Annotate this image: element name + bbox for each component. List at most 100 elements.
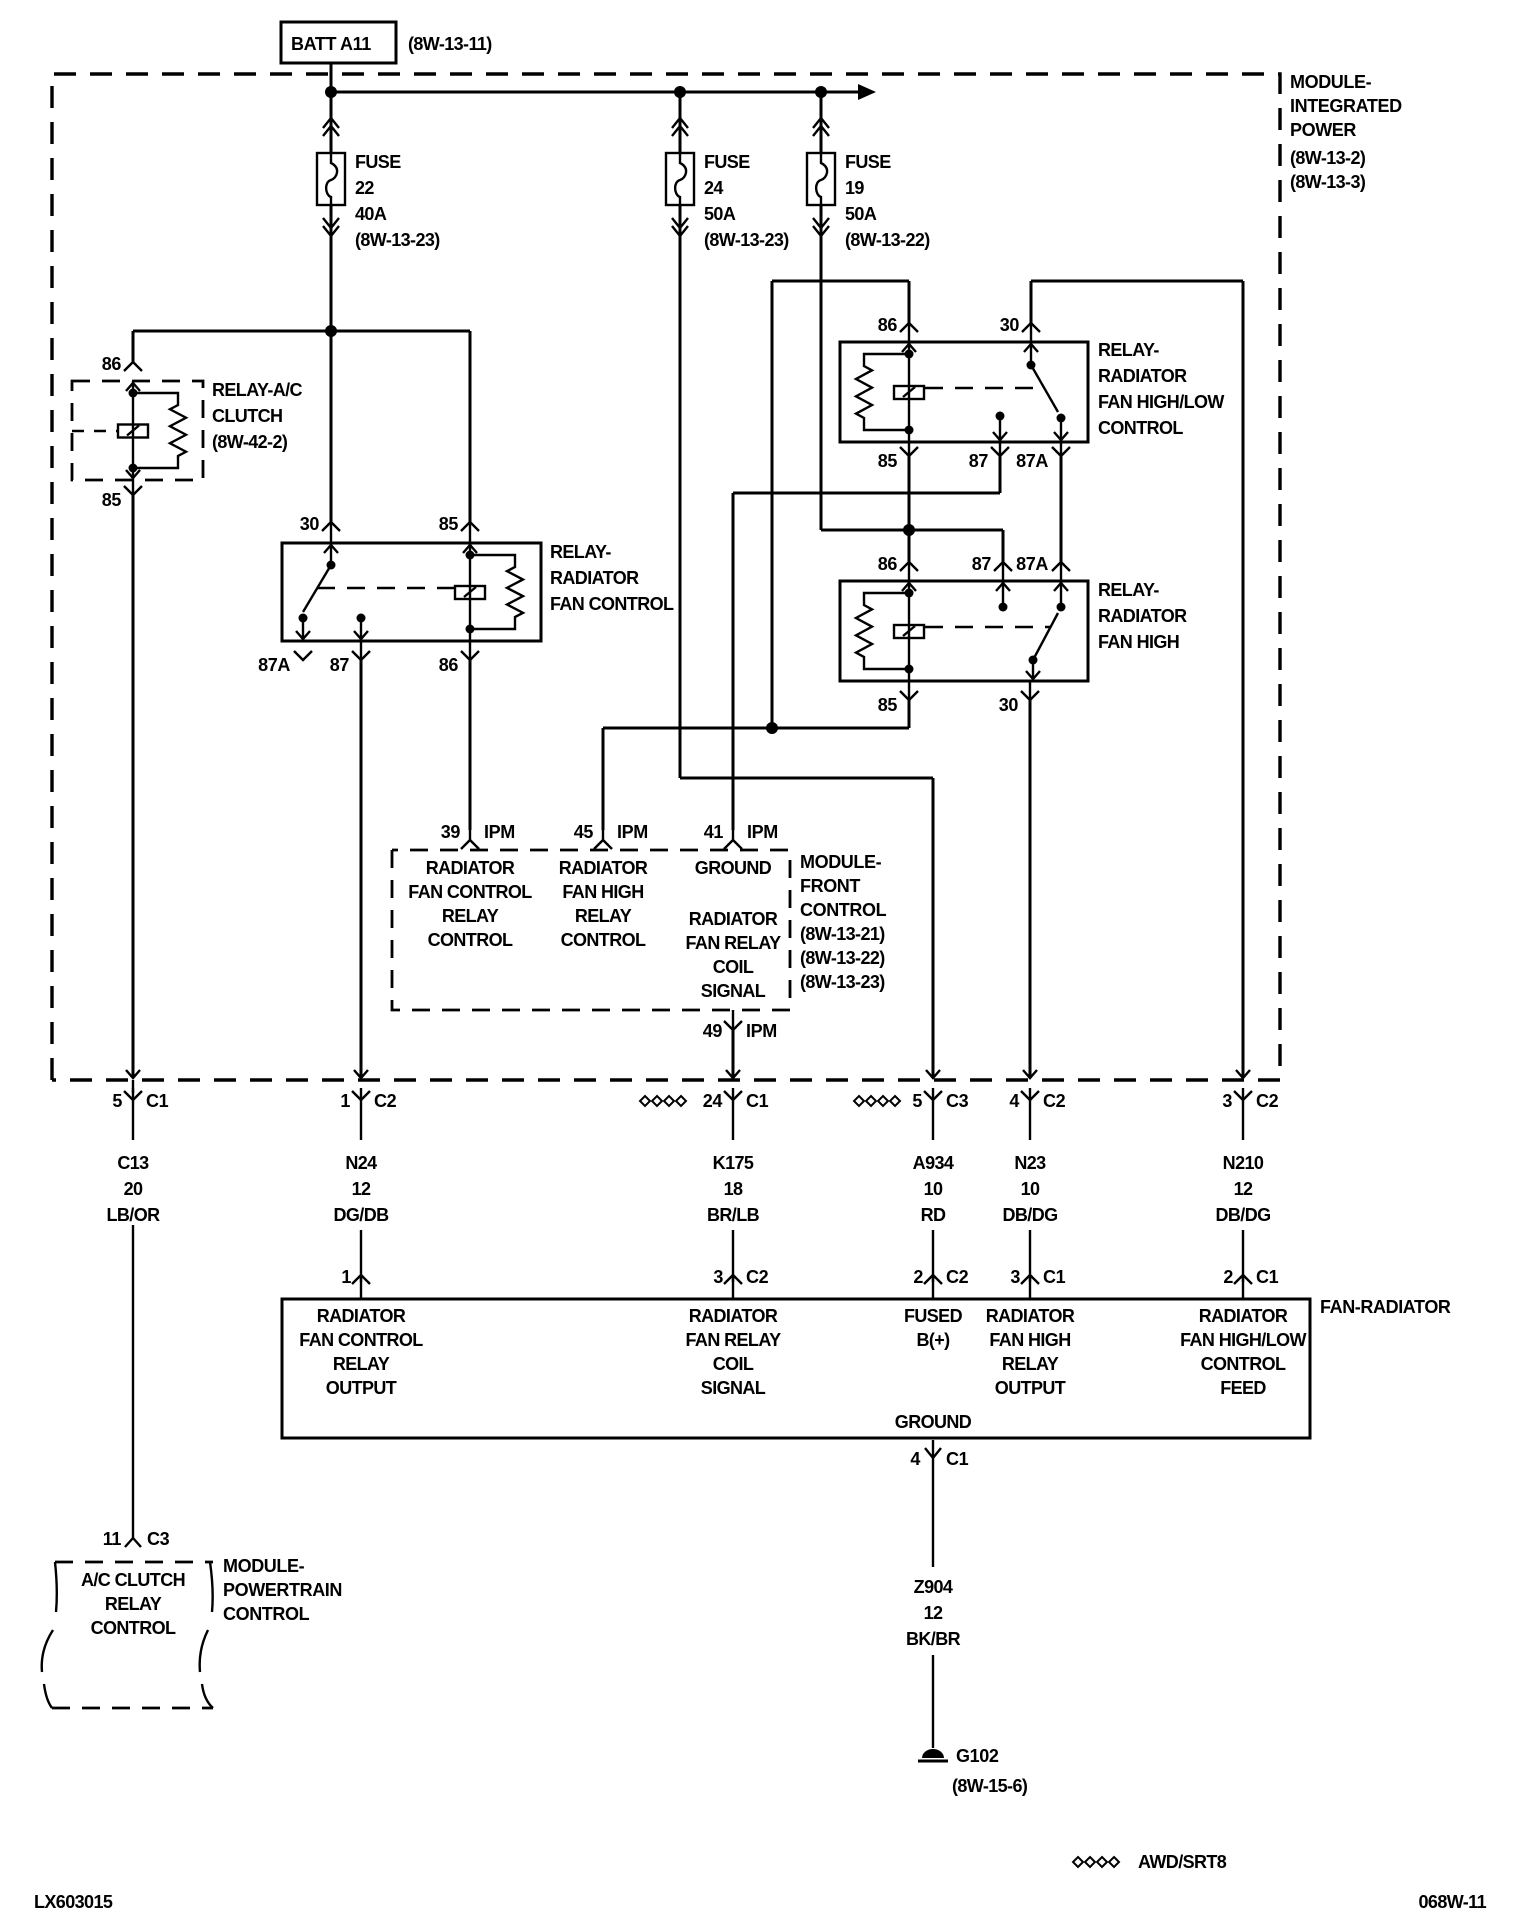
pin-num: 3 [1010,1267,1020,1287]
fan-func-text: FAN CONTROL [299,1330,423,1350]
wire-gauge: 20 [124,1179,143,1199]
fuse-text: (8W-13-23) [355,230,440,250]
fuse-text: FUSE [704,152,750,172]
fcm-func-text: FAN RELAY [686,933,782,953]
pin-label: 87A [1016,554,1048,574]
wire-gauge: 10 [1021,1179,1040,1199]
ipm-ref-1: (8W-13-3) [1290,172,1366,192]
connector-icon [723,1020,743,1032]
diamond-icon [662,1094,676,1108]
connector-icon [293,650,313,662]
fan-ground-label: GROUND [895,1412,972,1432]
relay-name: CLUTCH [212,406,282,426]
fan-func-text: OUTPUT [995,1378,1066,1398]
fan-func-text: RADIATOR [317,1306,406,1326]
fcm-func-text: RADIATOR [559,858,648,878]
fan-func-text: RELAY [1002,1354,1059,1374]
wire-color: DG/DB [334,1205,390,1225]
wire-gauge: 12 [1234,1179,1253,1199]
front-control-module: MODULE- FRONT CONTROL (8W-13-21) (8W-13-… [390,848,887,1012]
relay-name: RELAY- [1098,340,1159,360]
connector-icon [123,1090,143,1102]
pin-conn: C2 [946,1267,969,1287]
relay-name: RELAY- [1098,580,1159,600]
pin-num: 39 [441,822,461,842]
relay-coil-icon [892,384,926,401]
fcm-func-text: FAN HIGH [562,882,643,902]
pin-conn: IPM [746,1021,777,1041]
relay-name: FAN CONTROL [550,594,674,614]
relay-name: (8W-42-2) [212,432,288,452]
fuse-text: FUSE [355,152,401,172]
pin-label: 85 [102,490,122,510]
pcm-name-2: CONTROL [223,1604,310,1624]
connector-icon [1020,1090,1040,1102]
diamond-icon [1083,1855,1097,1869]
pin-label: 86 [878,315,898,335]
relay-coil-icon [453,584,487,601]
footer-left: LX603015 [34,1892,113,1912]
pin-label: 85 [439,514,459,534]
pin-num: 1 [340,1091,350,1111]
fcm-name-3: (8W-13-21) [800,924,885,944]
ground-wire-circuit: Z904 [914,1577,953,1597]
pin-label: 86 [102,354,122,374]
battery-feed: BATT A11 (8W-13-11) [279,20,493,65]
relay-outline [70,379,205,482]
fuse-text: 40A [355,204,387,224]
fcm-name-2: CONTROL [800,900,887,920]
fan-radiator-box [280,1297,1312,1440]
power-bus [325,63,876,100]
connector-icon [351,1090,371,1102]
connector-icon [723,1090,743,1102]
relay-outline [280,541,543,643]
connector-icon [123,360,143,372]
fuse-text: 19 [845,178,864,198]
fan-func-text: RADIATOR [986,1306,1075,1326]
pin-conn: C2 [1256,1091,1279,1111]
pin-conn: C1 [1043,1267,1066,1287]
pin-conn: C1 [1256,1267,1279,1287]
pin-label: 87 [972,554,992,574]
connector-icon [460,838,480,850]
connector-icon [593,838,613,850]
wire-circuit: N24 [345,1153,377,1173]
ground-symbol-icon [918,1749,948,1763]
fcm-name-1: FRONT [800,876,860,896]
relay-name: FAN HIGH/LOW [1098,392,1224,412]
relay-switch-icon [1029,364,1060,413]
fan-func-text: B(+) [916,1330,950,1350]
diamond-icon [1071,1855,1085,1869]
relay-outline [838,579,1090,683]
fuse-text: 24 [704,178,723,198]
fuse-text: 50A [845,204,877,224]
pin-label: 87 [330,655,350,675]
ipm-module: MODULE- INTEGRATED POWER (8W-13-2) (8W-1… [50,72,1402,1082]
fuse-text: 22 [355,178,374,198]
ground-pin-num: 4 [910,1449,920,1469]
fan-func-text: FAN HIGH [989,1330,1070,1350]
resistor-icon [853,591,909,671]
fuse-text: FUSE [845,152,891,172]
pin-num: 3 [713,1267,723,1287]
pin-num: 5 [912,1091,922,1111]
connector-icon [671,116,689,137]
wire-color: DB/DG [1003,1205,1058,1225]
fan-func-text: RADIATOR [689,1306,778,1326]
wire-circuit: N23 [1014,1153,1046,1173]
fan-radiator: FAN-RADIATOR GROUND [280,1297,1451,1440]
wire-color: BR/LB [707,1205,760,1225]
pin-num: 24 [703,1091,723,1111]
